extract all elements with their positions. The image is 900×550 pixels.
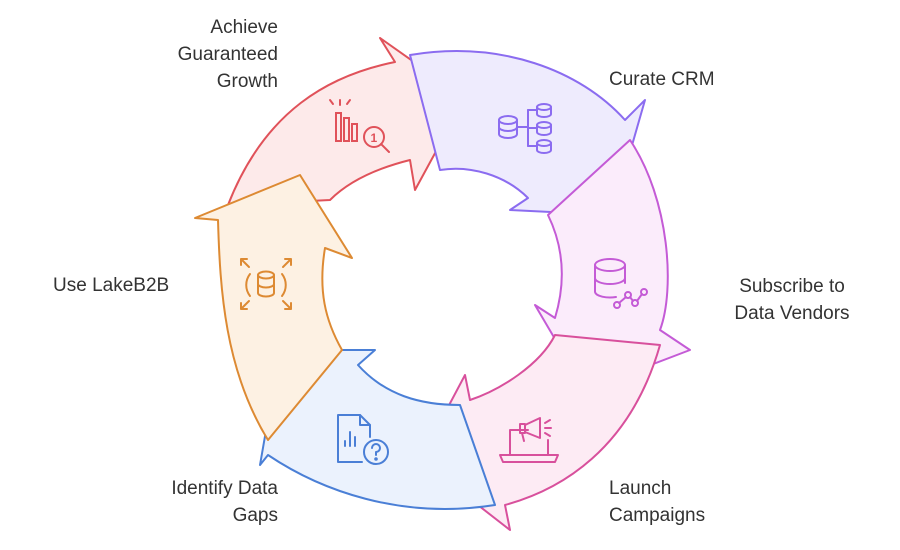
arrow-segment-identify (259, 349, 496, 510)
document-chart-question-icon (337, 414, 389, 465)
step-label-launch: Launch Campaigns (609, 478, 706, 526)
database-expand-icon (240, 258, 292, 310)
step-label-curate: Curate CRM (609, 69, 715, 90)
step-label-use: Use LakeB2B (53, 275, 170, 296)
step-label-identify: Identify Data Gaps (171, 478, 278, 526)
arrow-segment-subscribe (534, 139, 691, 391)
chart-magnify-one-icon: 1 (329, 99, 390, 153)
arrow-segment-use (194, 174, 353, 441)
step-label-achieve: Achieve Guaranteed Growth (177, 17, 278, 92)
svg-text:1: 1 (371, 131, 378, 145)
arrow-segment-achieve (227, 37, 466, 206)
database-hierarchy-icon (498, 103, 552, 154)
step-label-subscribe: Subscribe to Data Vendors (734, 276, 850, 324)
megaphone-laptop-icon (499, 417, 559, 463)
database-network-icon (594, 258, 648, 309)
